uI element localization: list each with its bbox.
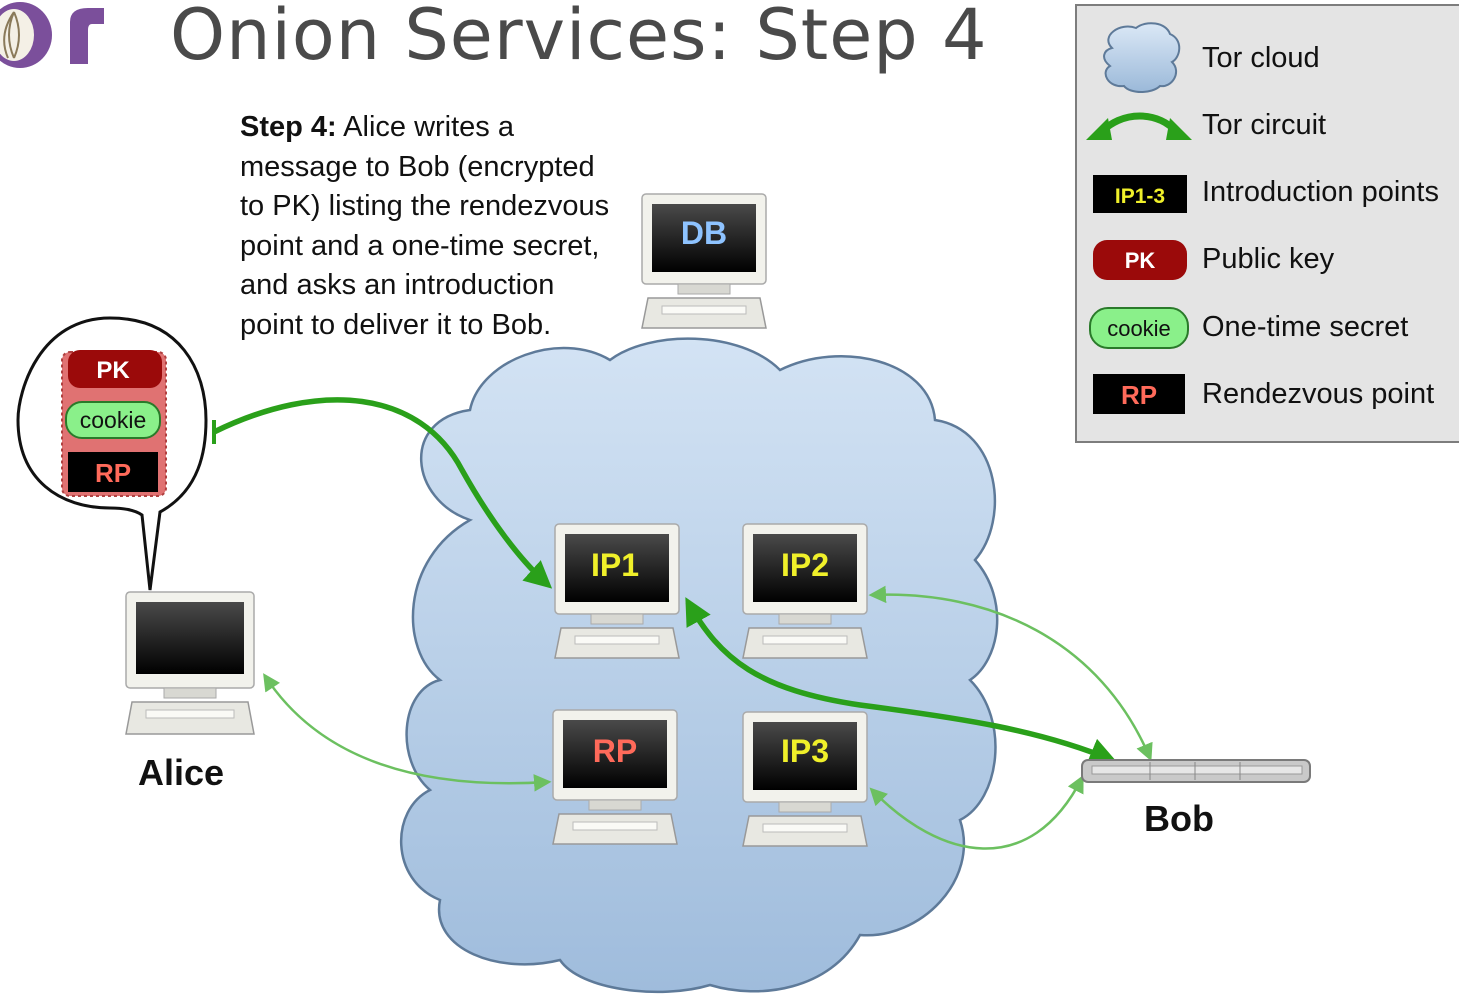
message-cookie-text: cookie: [80, 407, 146, 433]
step-lead: Step 4:: [240, 111, 337, 143]
ip1-label: IP1: [591, 547, 639, 583]
message-bubble: PK cookie RP: [16, 316, 208, 591]
cookie-badge-icon: [1089, 307, 1189, 349]
rp-badge-icon: [1093, 374, 1185, 414]
ip2-label: IP2: [781, 547, 829, 583]
ip1-bob-circuit: [685, 597, 1118, 765]
legend-public-key: Public key: [1202, 243, 1335, 275]
rp-label: RP: [593, 733, 637, 769]
ip3-computer: IP3: [742, 711, 868, 847]
ip1-computer: IP1: [554, 523, 680, 659]
ip-badge-icon: [1093, 175, 1187, 213]
pk-badge-icon: [1093, 240, 1187, 280]
alice-rp-circuit: [263, 673, 552, 792]
legend-introduction-points: Introduction points: [1202, 176, 1439, 208]
alice-computer: [125, 591, 255, 735]
legend-tor-cloud: Tor cloud: [1202, 42, 1320, 74]
message-rp-badge: [68, 452, 158, 492]
message-ip1-circuit: [212, 397, 553, 589]
step-description: Step 4: Alice writes a message to Bob (e…: [240, 108, 620, 345]
alice-label: Alice: [138, 752, 225, 793]
cookie-badge-text: cookie: [1107, 316, 1171, 341]
page-title: Onion Services: Step 4: [170, 0, 988, 76]
legend-tor-circuit: Tor circuit: [1202, 109, 1327, 141]
message-pk-text: PK: [96, 357, 130, 384]
legend-rendezvous-point: Rendezvous point: [1202, 378, 1435, 410]
message-pk-badge: [68, 350, 162, 388]
circuit-lines: [212, 397, 1153, 850]
db-label: DB: [681, 215, 727, 251]
ip-badge-text: IP1-3: [1115, 185, 1165, 208]
step-body: Alice writes a message to Bob (encrypted…: [240, 111, 610, 341]
bob-label: Bob: [1144, 798, 1214, 839]
tor-logo: [0, 2, 104, 68]
bob-server: [1081, 759, 1311, 783]
db-computer: DB: [641, 193, 767, 329]
ip3-bob-circuit: [869, 774, 1084, 850]
circuit-arrow-icon: [1097, 112, 1181, 137]
ip3-label: IP3: [781, 733, 829, 769]
legend-icons: IP1-3 PK cookie RP: [1086, 22, 1192, 414]
rp-computer: RP: [552, 709, 678, 845]
legend-one-time-secret: One-time secret: [1202, 311, 1409, 343]
cloud-icon: [1103, 22, 1181, 93]
rp-badge-text: RP: [1121, 380, 1157, 410]
message-rp-text: RP: [95, 458, 131, 488]
pk-badge-text: PK: [1125, 248, 1156, 273]
ip2-computer: IP2: [742, 523, 868, 659]
message-cookie-badge: [65, 401, 161, 439]
